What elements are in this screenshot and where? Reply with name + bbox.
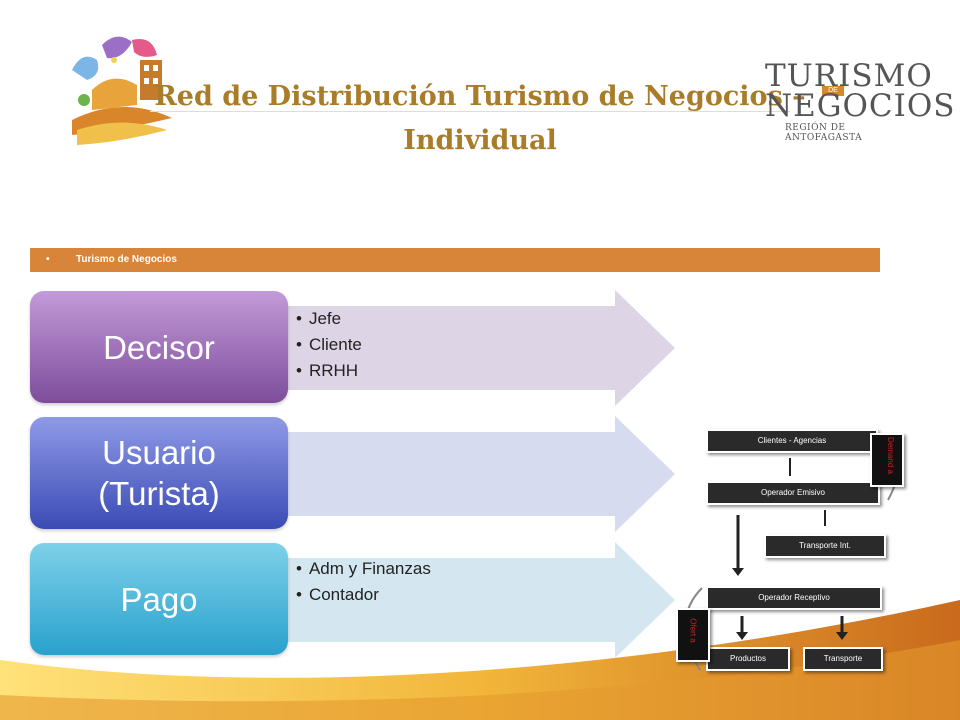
flow-clientes-agencias: Clientes - Agencias	[706, 429, 878, 453]
bullet-item: Cliente	[296, 332, 362, 358]
brand-word1: TURISMO	[765, 58, 933, 94]
page-title: Red de Distribución Turismo de Negocios …	[120, 75, 840, 163]
demanda-label: Demand a	[870, 433, 904, 487]
page-title-line1: Red de Distribución Turismo de Negocios …	[154, 81, 806, 112]
usuario-box: Usuario (Turista)	[30, 417, 288, 529]
pago-bullets: Adm y Finanzas Contador	[296, 556, 431, 608]
flow-operador-receptivo: Operador Receptivo	[706, 586, 882, 610]
title-divider	[150, 111, 790, 112]
decisor-box: Decisor	[30, 291, 288, 403]
flow-operador-emisivo: Operador Emisivo	[706, 481, 880, 505]
usuario-label: Usuario (Turista)	[98, 434, 220, 512]
bullet-item: Jefe	[296, 306, 362, 332]
decisor-bullets: Jefe Cliente RRHH	[296, 306, 362, 384]
brand-word2: NEGOCIOS	[765, 88, 956, 124]
page-title-line2: Individual	[403, 125, 557, 156]
brand-region: REGIÓN DE ANTOFAGASTA	[785, 123, 863, 143]
pago-box: Pago	[30, 543, 288, 655]
oferta-label: Ofert a	[676, 608, 710, 662]
turismo-logo-icon	[72, 36, 172, 145]
bullet-dot: •	[46, 254, 50, 265]
section-header-label: Turismo de Negocios	[76, 254, 177, 265]
bottom-swoosh	[0, 600, 960, 720]
brand-connector: DE	[822, 86, 844, 96]
brand-wordmark: TURISMO DE NEGOCIOS REGIÓN DE ANTOFAGAST…	[765, 58, 955, 143]
pago-label: Pago	[120, 580, 198, 618]
decisor-label: Decisor	[103, 328, 215, 366]
bullet-item: Adm y Finanzas	[296, 556, 431, 582]
flow-productos: Productos	[706, 647, 790, 671]
flow-transporte-int: Transporte Int.	[764, 534, 886, 558]
bullet-item: Contador	[296, 582, 431, 608]
bullet-item: RRHH	[296, 358, 362, 384]
flow-transporte: Transporte	[803, 647, 883, 671]
section-header-bar: • Turismo de Negocios	[30, 248, 880, 272]
